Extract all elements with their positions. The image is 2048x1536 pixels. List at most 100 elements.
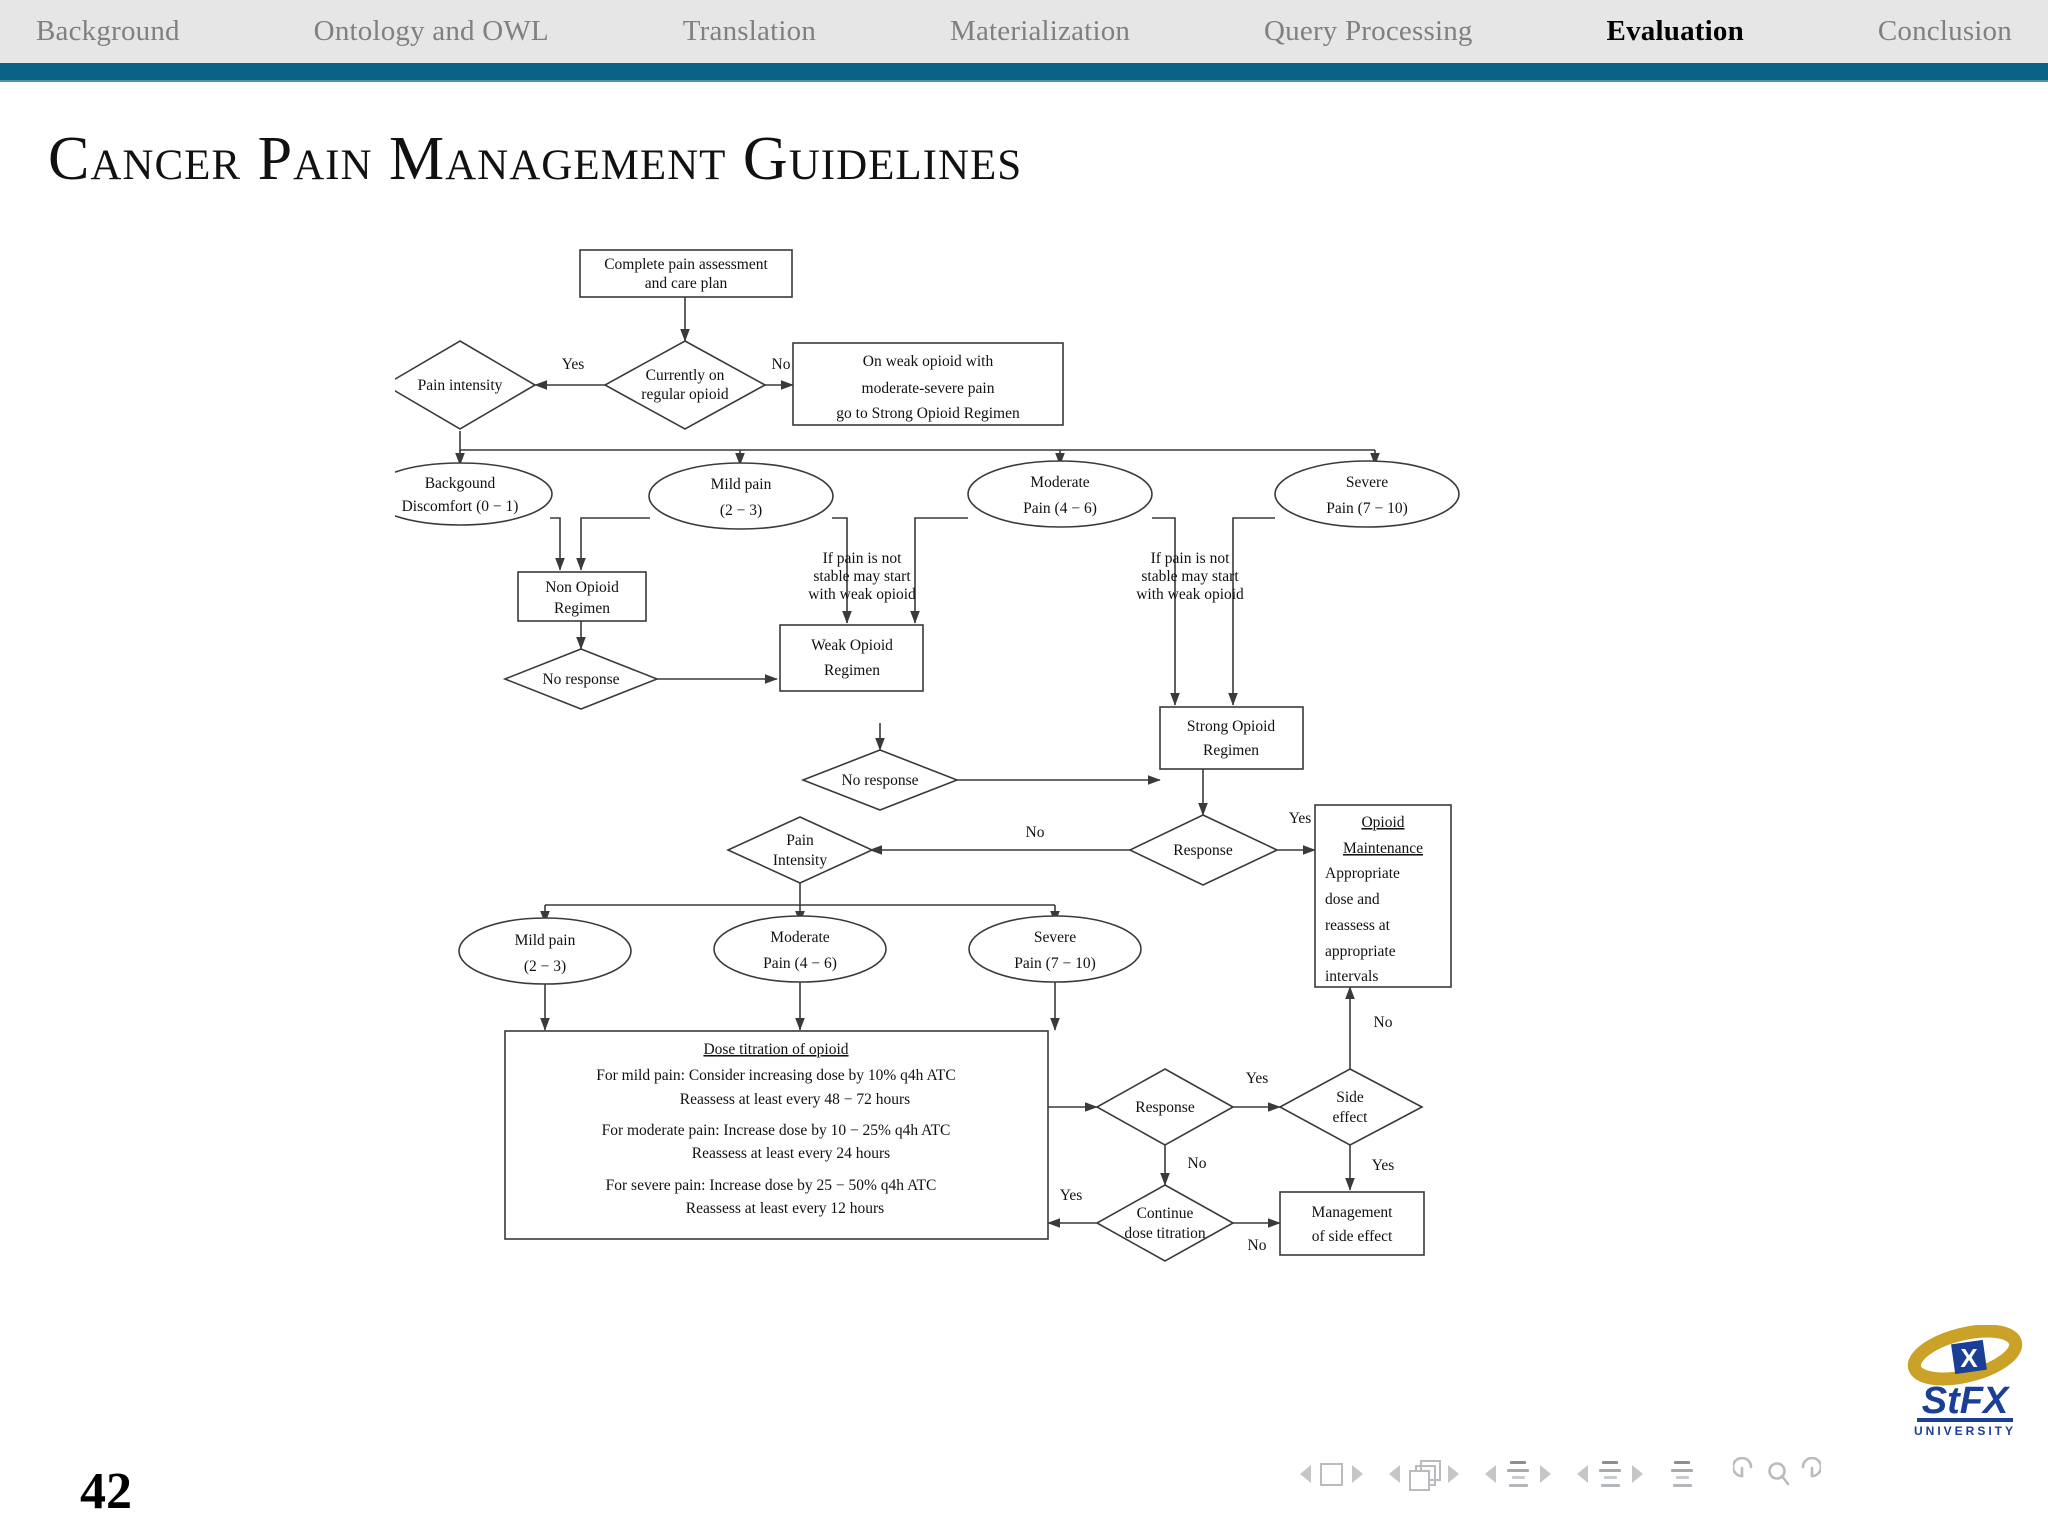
frames-icon[interactable] [1409,1460,1441,1491]
node-text: intervals [1325,968,1378,985]
edge-severe-to-strongopioid [1228,517,1275,706]
square-icon[interactable] [1320,1462,1343,1486]
node-text: Severe [1034,929,1076,946]
node-text: Intensity [773,852,827,869]
node-on-weak-opioid-moderate-severe[interactable]: On weak opioid with moderate-severe pain… [792,342,1064,426]
lines-icon[interactable] [1505,1461,1531,1487]
node-response-1[interactable]: Response [1128,814,1279,886]
edge-background-to-nonopioid [550,517,565,571]
prev-subsection-icon[interactable] [1485,1465,1496,1483]
node-continue-dose-titration[interactable]: Continue dose titration [1095,1184,1235,1262]
node-pain-intensity-2[interactable]: Pain Intensity [726,816,874,884]
node-text: dose titration [1124,1225,1206,1242]
node-text: Moderate [770,929,830,946]
node-no-response-2[interactable]: No response [800,749,960,811]
next-frame-icon[interactable] [1448,1465,1459,1483]
edge-mild-to-nonopioid [576,517,650,571]
node-text: regular opioid [641,386,729,403]
logo-mark-letter: X [1960,1343,1978,1373]
node-side-effect[interactable]: Side effect [1278,1068,1424,1146]
edge-label-no-sideeffect: No [1374,1014,1393,1031]
frame-navigation-group [1389,1460,1459,1491]
node-pain-intensity-1[interactable]: Pain intensity [383,340,537,430]
presentation-navigation-group [1669,1461,1695,1487]
node-text: Backgound [425,475,496,492]
note-if-pain-not-stable-moderate: If pain is not stable may start with wea… [1136,550,1244,603]
node-text: Pain intensity [418,377,503,394]
svg-text:stable may start: stable may start [813,568,911,585]
node-complete-pain-assessment[interactable]: Complete pain assessment and care plan [579,249,793,298]
node-moderate-pain-1[interactable]: Moderate Pain (4 − 6) [967,460,1153,528]
doc-actions-group [1733,1457,1821,1491]
node-mild-pain-2[interactable]: Mild pain (2 − 3) [458,917,632,985]
node-text: For severe pain: Increase dose by 25 − 5… [606,1177,937,1194]
nav-item-evaluation[interactable]: Evaluation [1606,15,1744,47]
node-moderate-pain-2[interactable]: Moderate Pain (4 − 6) [713,915,887,983]
flowchart-canvas: Complete pain assessment and care plan C… [367,245,1655,1425]
node-text: Non Opioid [545,579,619,596]
edge-label-yes-maintenance: Yes [1289,810,1312,827]
nav-accent-rule-light [0,80,2048,82]
svg-text:with weak opioid: with weak opioid [808,586,916,603]
node-text: For moderate pain: Increase dose by 10 −… [602,1122,951,1139]
section-navigation-bar: Background Ontology and OWL Translation … [0,0,2048,63]
node-currently-on-regular-opioid[interactable]: Currently on regular opioid [603,340,767,430]
node-severe-pain-2[interactable]: Severe Pain (7 − 10) [968,915,1142,983]
node-text: Continue [1137,1205,1194,1222]
node-text: reassess at [1325,917,1391,934]
node-management-of-side-effect[interactable]: Management of side effect [1279,1191,1425,1256]
node-text: Discomfort (0 − 1) [402,498,519,515]
node-mild-pain-1[interactable]: Mild pain (2 − 3) [648,462,834,530]
edge-label-yes: Yes [562,356,585,373]
prev-slide-icon[interactable] [1300,1465,1311,1483]
node-text: Response [1135,1099,1195,1116]
next-subsection-icon[interactable] [1540,1465,1551,1483]
prev-section-icon[interactable] [1577,1465,1588,1483]
node-text: Mild pain [515,932,576,949]
edge-fan-bus [459,431,1375,451]
node-text: Weak Opioid [811,637,893,654]
prev-frame-icon[interactable] [1389,1465,1400,1483]
nav-item-query-processing[interactable]: Query Processing [1264,15,1473,47]
nav-item-background[interactable]: Background [36,15,180,47]
nav-item-materialization[interactable]: Materialization [949,15,1131,47]
node-text: Appropriate [1325,865,1400,882]
page-number: 42 [80,1463,132,1520]
node-text: (2 − 3) [720,502,762,519]
node-response-2[interactable]: Response [1095,1068,1235,1146]
node-text: Regimen [1203,742,1259,759]
node-opioid-maintenance[interactable]: Opioid Maintenance Appropriate dose and … [1314,804,1452,988]
node-heading: Maintenance [1343,840,1423,857]
logo-subtitle: UNIVERSITY [1914,1424,2016,1438]
edge-label-no-response2: No [1188,1155,1207,1172]
node-text: go to Strong Opioid Regimen [836,405,1020,422]
nav-item-ontology-and-owl[interactable]: Ontology and OWL [313,15,549,47]
node-text: moderate-severe pain [862,380,995,397]
node-text: Pain (7 − 10) [1326,500,1408,517]
node-text: Reassess at least every 24 hours [692,1145,890,1162]
node-weak-opioid-regimen[interactable]: Weak Opioid Regimen [779,624,924,692]
search-icon [1768,1462,1786,1480]
node-no-response-1[interactable]: No response [502,648,660,710]
lines-icon[interactable] [1669,1461,1695,1487]
edge-moderate-to-strongopioid [1152,517,1180,706]
node-non-opioid-regimen[interactable]: Non Opioid Regimen [517,571,647,622]
node-text: appropriate [1325,943,1396,960]
svg-text:with weak opioid: with weak opioid [1136,586,1244,603]
node-severe-pain-1[interactable]: Severe Pain (7 − 10) [1274,460,1460,528]
node-text: Reassess at least every 12 hours [686,1200,884,1217]
node-text: Mild pain [711,476,772,493]
beamer-navigation-symbols [1300,1452,2020,1496]
next-section-icon[interactable] [1632,1465,1643,1483]
node-dose-titration-of-opioid[interactable]: Dose titration of opioid For mild pain: … [504,1030,1049,1240]
svg-text:If pain is not: If pain is not [823,550,902,567]
stfx-university-logo: X StFX UNIVERSITY [1895,1324,2035,1445]
page-title: Cancer Pain Management Guidelines [48,125,1023,193]
node-backgound-discomfort[interactable]: Backgound Discomfort (0 − 1) [367,462,553,526]
nav-item-translation[interactable]: Translation [682,15,817,47]
node-strong-opioid-regimen[interactable]: Strong Opioid Regimen [1159,706,1304,770]
lines-icon[interactable] [1597,1461,1623,1487]
edge-mild-to-weakopioid [832,517,852,624]
nav-item-conclusion[interactable]: Conclusion [1877,15,2012,47]
next-slide-icon[interactable] [1352,1465,1363,1483]
